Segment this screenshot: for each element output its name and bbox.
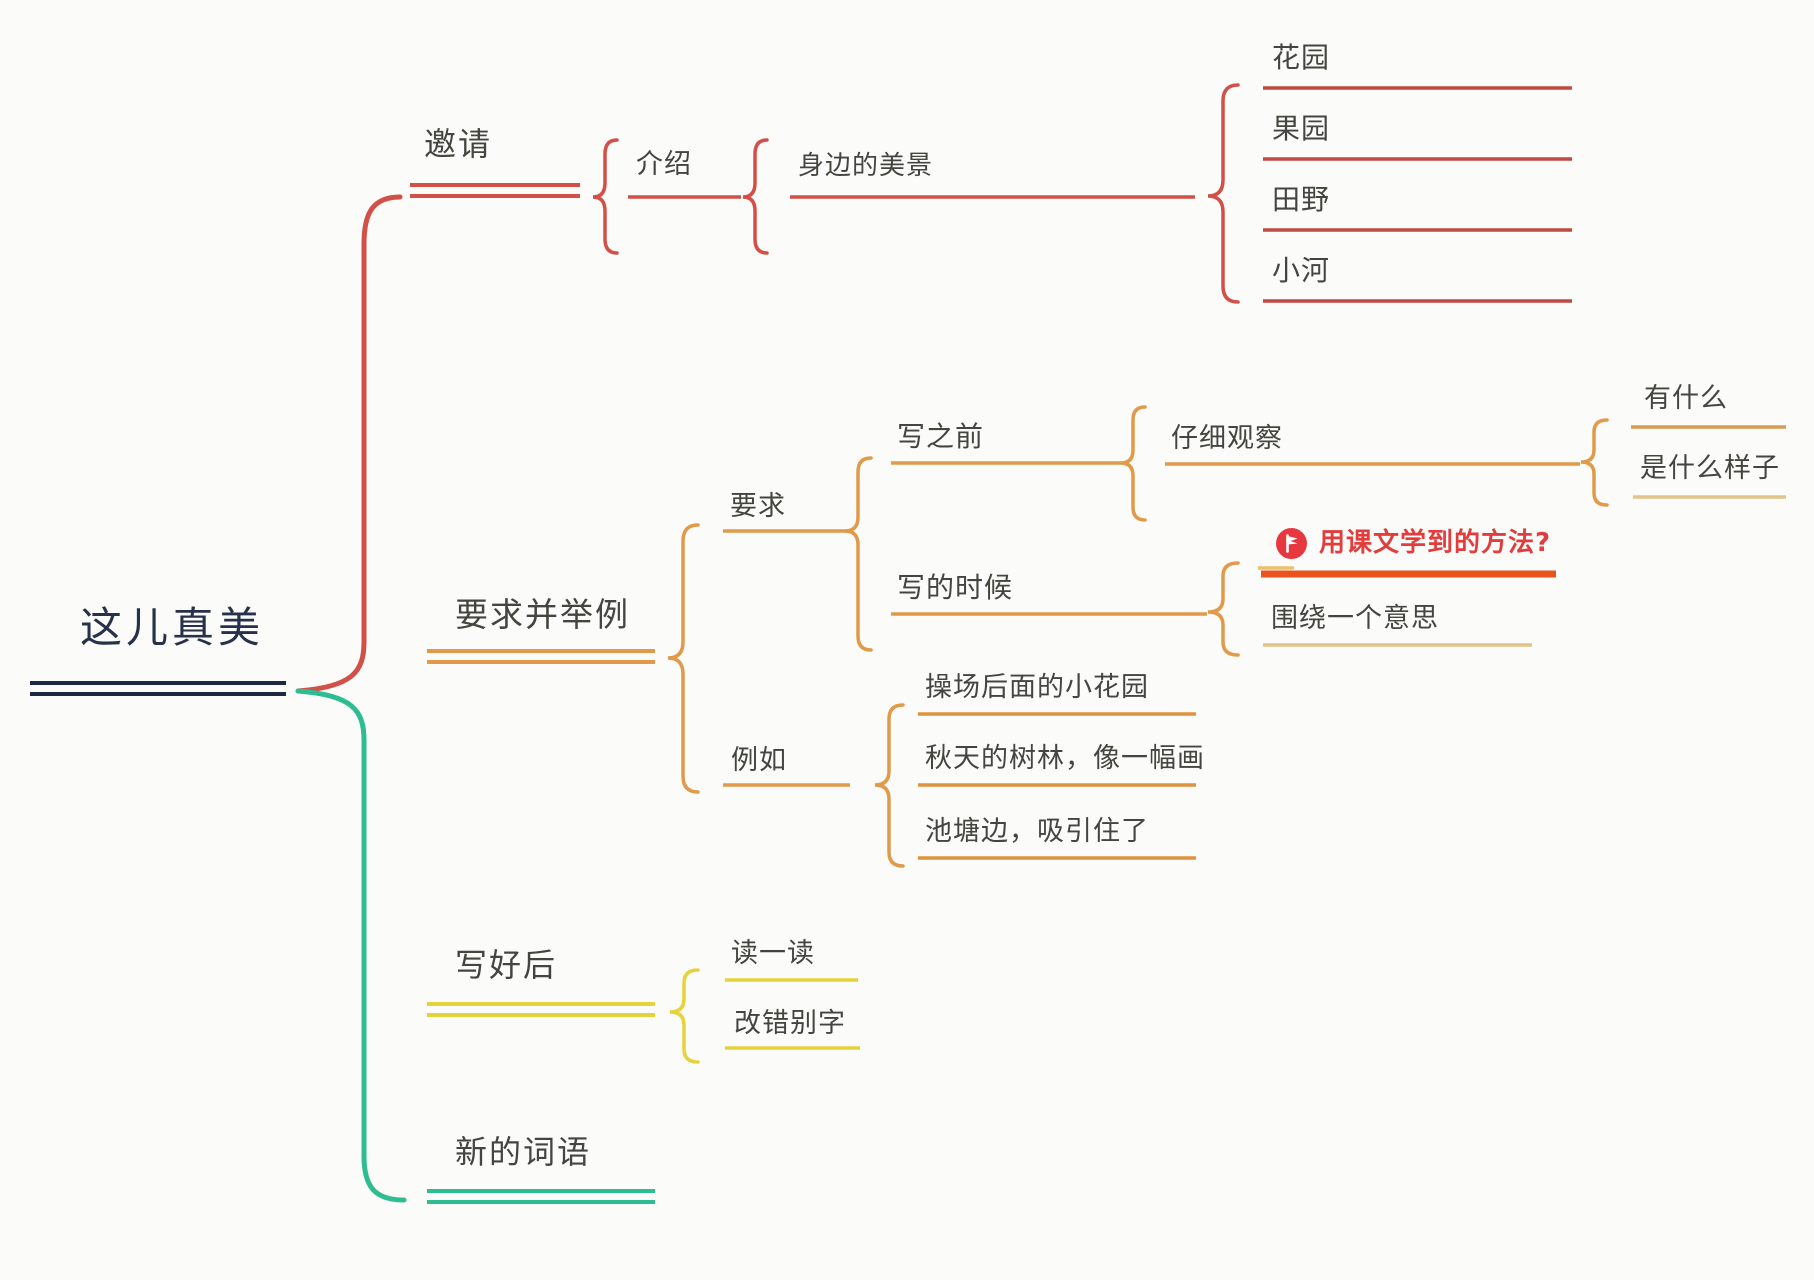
brace-before-writing-children (1120, 405, 1147, 522)
brace-while-writing-children (1207, 561, 1240, 657)
node-scenery[interactable]: 身边的美景 (798, 151, 934, 181)
node-theme[interactable]: 围绕一个意思 (1271, 603, 1439, 634)
brace-after-writing-children (669, 968, 700, 1064)
brace-scenery-leaves (1207, 83, 1240, 304)
node-method[interactable]: 用课文学到的方法? (1276, 528, 1551, 559)
node-leaf-river[interactable]: 小河 (1272, 254, 1331, 287)
node-requirements[interactable]: 要求并举例 (455, 595, 630, 634)
node-leaf-field[interactable]: 田野 (1272, 183, 1331, 216)
node-example[interactable]: 例如 (731, 745, 787, 776)
brace-observe-children (1580, 418, 1609, 507)
node-new-words[interactable]: 新的词语 (455, 1133, 592, 1171)
node-what[interactable]: 有什么 (1644, 383, 1728, 414)
node-read[interactable]: 读一读 (731, 938, 815, 969)
flag-icon (1276, 528, 1307, 559)
node-after-writing[interactable]: 写好后 (455, 946, 558, 984)
node-leaf-orchard[interactable]: 果园 (1272, 112, 1331, 145)
node-leaf-garden[interactable]: 花园 (1272, 41, 1331, 74)
node-method-label: 用课文学到的方法? (1319, 527, 1552, 558)
root-bracket-green (295, 688, 407, 1203)
node-intro[interactable]: 介绍 (636, 149, 692, 180)
root-bracket-red (295, 194, 403, 694)
brace-scenery (742, 138, 769, 255)
node-example-3[interactable]: 池塘边，吸引住了 (925, 816, 1149, 847)
node-root[interactable]: 这儿真美 (80, 603, 265, 652)
node-appearance[interactable]: 是什么样子 (1640, 453, 1780, 484)
node-example-2[interactable]: 秋天的树林，像一幅画 (925, 743, 1205, 774)
brace-requirements-children (667, 523, 700, 794)
node-observe[interactable]: 仔细观察 (1171, 423, 1283, 454)
brace-requirement-children (844, 456, 873, 652)
brace-intro (592, 138, 619, 255)
node-requirement[interactable]: 要求 (730, 491, 786, 522)
node-before-writing[interactable]: 写之前 (897, 420, 985, 453)
node-invite[interactable]: 邀请 (424, 125, 493, 163)
node-example-1[interactable]: 操场后面的小花园 (925, 672, 1149, 703)
node-while-writing[interactable]: 写的时候 (897, 571, 1014, 604)
node-correct[interactable]: 改错别字 (734, 1008, 846, 1039)
brace-example-children (874, 703, 905, 868)
